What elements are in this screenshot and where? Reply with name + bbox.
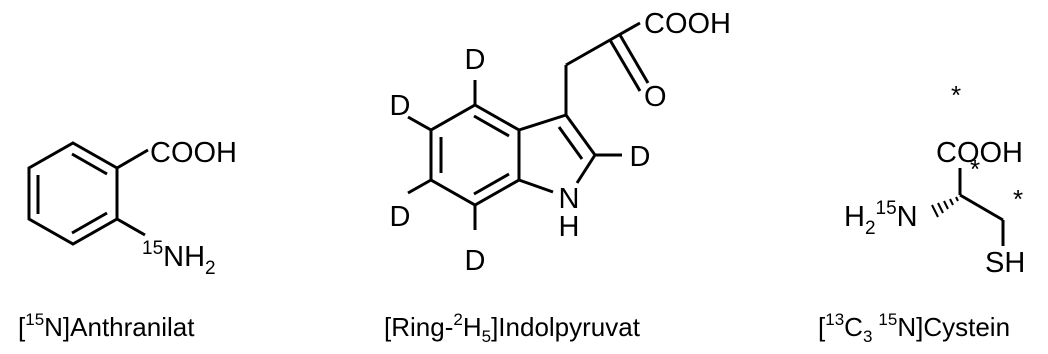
caption-cysteine: [13C315N]Cystein bbox=[818, 310, 1010, 346]
c2-n1-bond bbox=[575, 154, 597, 184]
benzo-ring-bonds bbox=[429, 103, 521, 207]
label-marker-alpha: * bbox=[970, 154, 980, 184]
deuterium-c7: D bbox=[465, 245, 486, 277]
benzene-ring bbox=[27, 141, 119, 246]
amine-group: 15NH2 bbox=[142, 238, 216, 279]
label-marker-beta: * bbox=[1013, 184, 1023, 214]
molecule-indolepyruvate: COOH O D D D D D N H bbox=[390, 8, 731, 277]
carboxyl-group: COOH bbox=[150, 137, 237, 169]
c6-d-bond bbox=[407, 178, 432, 195]
hashed-wedge-bond bbox=[931, 196, 959, 218]
bond-to-carboxyl bbox=[116, 148, 149, 170]
caption-indolepyruvate: [Ring-2H5]Indolpyruvat bbox=[384, 310, 641, 346]
benzo-inner-bond-3 bbox=[473, 172, 510, 196]
keto-oxygen: O bbox=[644, 81, 667, 113]
molecule-anthranilate: COOH 15NH2 bbox=[27, 137, 237, 279]
bond-to-amine bbox=[116, 217, 146, 237]
deuterium-c5: D bbox=[390, 90, 411, 122]
benzo-ring bbox=[429, 103, 521, 207]
deuterium-c2: D bbox=[630, 141, 651, 173]
thiol-group: SH bbox=[985, 247, 1025, 279]
label-marker-carboxyl: * bbox=[951, 80, 961, 110]
ring-bonds bbox=[27, 141, 119, 246]
caption-anthranilate: [15N]Anthranilat bbox=[18, 310, 195, 342]
ring-nh-hydrogen: H bbox=[559, 211, 580, 243]
deuterium-c6: D bbox=[390, 201, 411, 233]
co-cooh-bond bbox=[609, 21, 641, 42]
inner-bond-3 bbox=[71, 211, 108, 235]
keto-bond-a bbox=[608, 39, 642, 92]
c3-c2-inner-bond bbox=[557, 126, 584, 160]
n1-c7a-bond bbox=[518, 178, 554, 194]
keto-bond-b bbox=[618, 34, 650, 84]
pyrrole-ring bbox=[518, 113, 597, 194]
carboxyl-group: COOH bbox=[936, 137, 1023, 169]
carboxyl-group: COOH bbox=[644, 8, 731, 40]
ring-nitrogen: N bbox=[559, 183, 580, 215]
inner-bond-1 bbox=[71, 152, 108, 176]
c3-c2-bond bbox=[564, 114, 597, 156]
molecule-cysteine: COOH H215N SH * * * bbox=[844, 80, 1025, 279]
ch2-co-bond bbox=[565, 38, 611, 67]
deuterium-c4: D bbox=[465, 44, 486, 76]
benzo-inner-bond-1 bbox=[473, 114, 510, 138]
amine-group: H215N bbox=[844, 198, 918, 239]
c3a-c3-bond bbox=[518, 113, 567, 132]
alpha-beta-bond bbox=[959, 193, 1004, 222]
c5-d-bond bbox=[407, 115, 432, 132]
